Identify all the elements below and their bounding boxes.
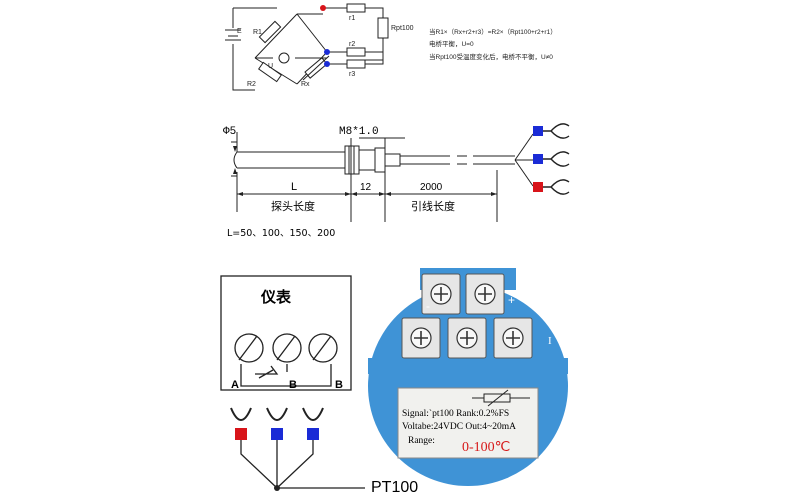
equation-2: 电桥平衡，U=0 xyxy=(429,39,474,48)
probe-nut xyxy=(344,145,360,175)
label-plate xyxy=(397,387,539,459)
meter-wiring-diagram: 仪表 A B B PT100 xyxy=(220,275,418,496)
terminal-label-B2: B xyxy=(335,379,343,391)
label-r3: r3 xyxy=(349,71,355,78)
probe-dimension-drawing: Φ5 M8*1.0 L 12 2000 探头长度 引线长度 L=50、100、1… xyxy=(223,123,570,239)
meter-terminal-B2 xyxy=(308,333,338,363)
equation-3: 当Rpt100受温度变化后，电桥不平衡，U≠0 xyxy=(429,52,553,61)
resistor-r2 xyxy=(346,47,366,57)
terminal-dot-blue-2 xyxy=(324,61,330,67)
fork-B2 xyxy=(302,407,324,421)
variable-arrow xyxy=(302,55,330,81)
label-lead-length: 引线长度 xyxy=(411,199,455,213)
resistor-R1 xyxy=(258,20,282,44)
spade-fork-1 xyxy=(543,123,570,139)
side-marker: I xyxy=(548,335,552,347)
terminal-dot-red xyxy=(320,5,326,11)
label-E: E xyxy=(237,28,242,35)
meter-terminal-A xyxy=(234,333,264,363)
meter-terminal-B1 xyxy=(272,333,302,363)
range-label: Range: xyxy=(408,436,435,446)
label-rpt100: Rpt100 xyxy=(391,25,414,32)
label-R1: R1 xyxy=(253,29,262,36)
fork-A xyxy=(230,407,252,421)
label-R2: R2 xyxy=(247,81,256,88)
terminal-dot-blue-1 xyxy=(324,49,330,55)
label-diameter: Φ5 xyxy=(223,126,236,138)
fork-sleeve-red xyxy=(235,428,247,440)
label-dim-L: L xyxy=(291,181,297,193)
label-dim-2000: 2000 xyxy=(420,182,443,193)
label-lengths: L=50、100、150、200 xyxy=(227,228,335,239)
spade-fork-2 xyxy=(543,151,570,167)
label-r2: r2 xyxy=(349,41,355,48)
fork-B1 xyxy=(266,407,288,421)
label-thread: M8*1.0 xyxy=(339,126,379,138)
polarity-minus: - xyxy=(426,299,430,313)
equation-1: 当R1×（Rx+r2+r3）=R2×（Rpt100+r2+r1） xyxy=(429,27,557,36)
polarity-plus: + xyxy=(508,293,515,307)
meter-box xyxy=(220,275,352,391)
label-Rx: Rx xyxy=(301,81,310,88)
range-value: 0-100℃ xyxy=(462,440,510,455)
resistor-rpt100 xyxy=(377,17,389,39)
label-U: U xyxy=(268,63,273,70)
bridge-circuit-diagram: E R1 R2 U Rx r1 r2 r3 Rpt100 当R1×（Rx+r2+… xyxy=(225,3,557,91)
meter-title: 仪表 xyxy=(260,288,292,306)
label-dim-12: 12 xyxy=(360,182,372,193)
terminal-label-B1: B xyxy=(289,379,297,391)
fork-sleeve-blue-1 xyxy=(271,428,283,440)
resistor-r3 xyxy=(346,59,366,69)
probe-tube xyxy=(237,151,345,169)
resistor-r1 xyxy=(346,3,366,13)
sensor-label-pt100: PT100 xyxy=(371,479,418,496)
spec-line-2: Voltabe:24VDC Out:4~20mA xyxy=(402,422,516,432)
connector-blue-1 xyxy=(533,126,543,136)
connector-blue-2 xyxy=(533,154,543,164)
spade-fork-3 xyxy=(543,179,570,195)
lead-wire xyxy=(400,155,515,165)
resistor-R2 xyxy=(257,61,283,83)
connector-red xyxy=(533,182,543,192)
junction-dot xyxy=(274,485,280,491)
terminal-label-A: A xyxy=(231,379,239,391)
transmitter-module: - + I Signal:`pt100 Rank:0.2%FS Voltabe:… xyxy=(368,268,568,486)
fork-sleeve-blue-2 xyxy=(307,428,319,440)
spec-line-1: Signal:`pt100 Rank:0.2%FS xyxy=(402,408,509,419)
label-probe-length: 探头长度 xyxy=(271,199,315,213)
voltmeter-U xyxy=(278,52,290,64)
battery-wire xyxy=(232,8,255,91)
label-r1: r1 xyxy=(349,15,355,22)
